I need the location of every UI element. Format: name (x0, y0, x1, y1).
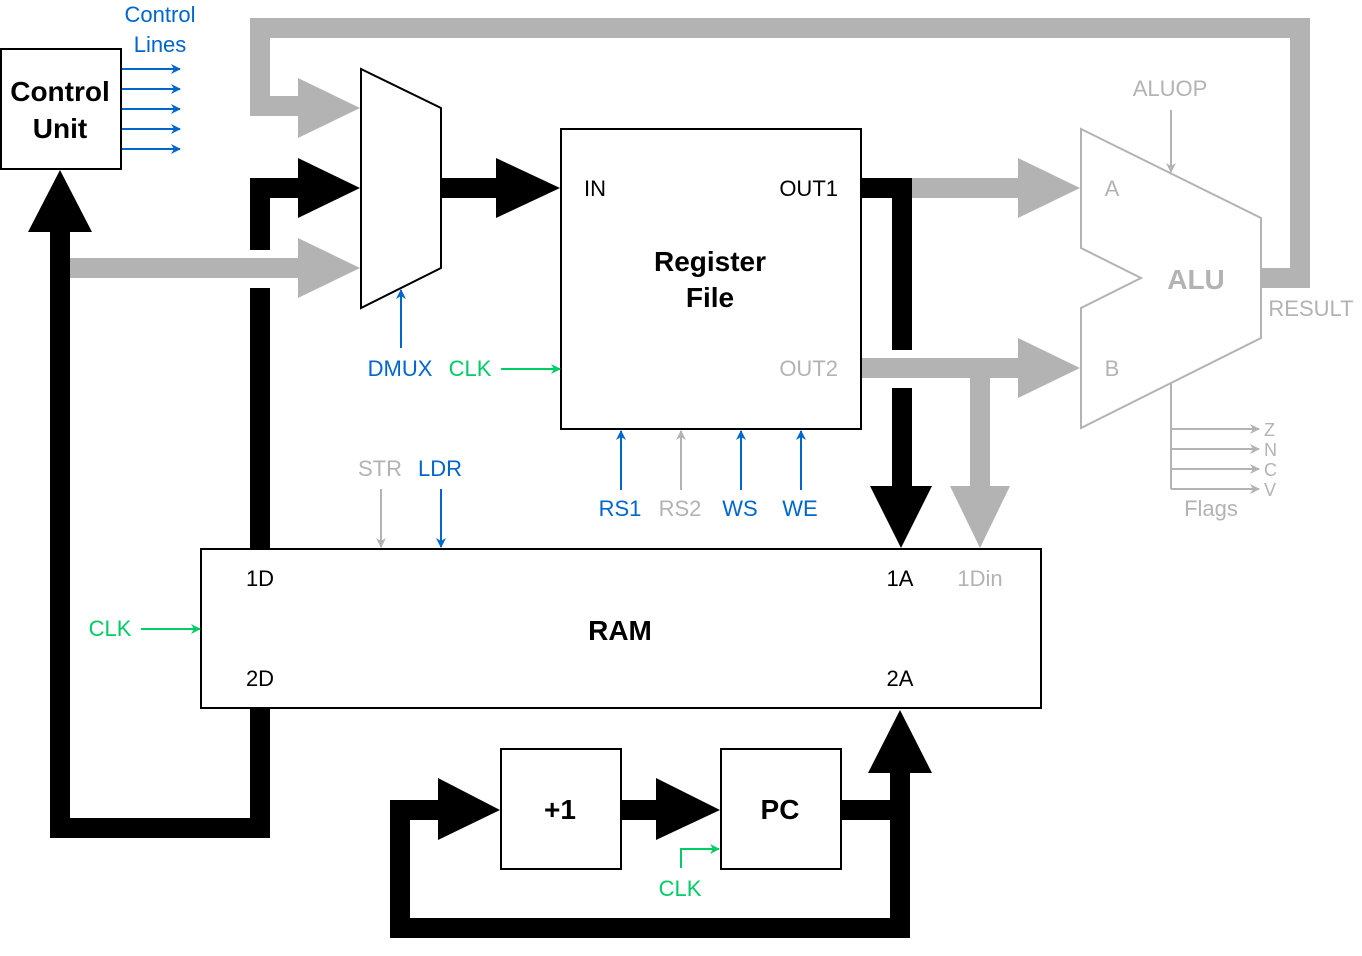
pc-clk-label: CLK (659, 876, 702, 901)
alu-result-feedback-bus (250, 18, 1310, 288)
mux-input-0-arrow (298, 78, 360, 138)
dmux-label: DMUX (368, 356, 433, 381)
flag-c-label: C (1264, 460, 1277, 480)
incrementer-block: +1 (500, 748, 622, 870)
alu-block: ALU A B RESULT ALUOP (1080, 76, 1354, 430)
control-unit-to-mux-bus (70, 238, 360, 298)
register-file-label-1: Register (654, 246, 766, 277)
regfile-in-port: IN (584, 176, 606, 201)
pc-label: PC (761, 794, 800, 825)
register-file-block: Register File IN OUT1 OUT2 (560, 128, 862, 430)
alu-b-arrow (1018, 338, 1080, 398)
rs2-label: RS2 (659, 496, 702, 521)
regfile-clk: CLK (449, 356, 561, 381)
ram-1d-port: 1D (246, 566, 274, 591)
ram-2a-port: 2A (887, 666, 914, 691)
str-label: STR (358, 456, 402, 481)
flag-n-label: N (1264, 440, 1277, 460)
pc-clk-arrow (680, 844, 720, 868)
regfile-out2-port: OUT2 (779, 356, 838, 381)
alu-a-arrow (1018, 158, 1080, 218)
pc-block: PC (720, 748, 842, 870)
flag-v-label: V (1264, 480, 1276, 500)
rs1-label: RS1 (599, 496, 642, 521)
regfile-in-arrow (496, 158, 560, 218)
ram-control-signals: STR LDR CLK (89, 456, 462, 641)
control-unit-input-arrow (28, 170, 92, 232)
incrementer-input-arrow (438, 778, 500, 840)
ram-1a-port: 1A (887, 566, 914, 591)
out2-to-alu-b-bus (862, 338, 1080, 548)
alu-flags: Z N C V Flags (1170, 384, 1277, 521)
ldr-label: LDR (418, 456, 462, 481)
ram-2d-port: 2D (246, 666, 274, 691)
mux-input-1-arrow (298, 158, 360, 218)
pc-input-arrow (656, 778, 720, 840)
regfile-select-signals: RS1 RS2 WS WE (599, 430, 818, 521)
ram-1a-arrow (870, 486, 932, 548)
control-unit-label-1: Control (10, 76, 110, 107)
pc-loop-bus (390, 710, 932, 938)
pc-clk: CLK (659, 844, 720, 901)
ws-label: WS (722, 496, 757, 521)
alu-b-port: B (1105, 356, 1120, 381)
ram-2d-to-control-unit-bus (28, 170, 270, 838)
out1-to-ram-1a-bus (862, 178, 932, 548)
control-unit-label-2: Unit (33, 113, 87, 144)
control-unit-block: Control Unit (0, 48, 122, 170)
flag-z-label: Z (1264, 420, 1275, 440)
alu-result-label: RESULT (1268, 296, 1353, 321)
ram-1din-port: 1Din (957, 566, 1002, 591)
incrementer-label: +1 (544, 794, 576, 825)
ram-block: RAM 1D 2D 1A 2A 1Din (200, 548, 1042, 709)
data-mux: DMUX (360, 67, 442, 381)
regfile-out1-port: OUT1 (779, 176, 838, 201)
flags-label: Flags (1184, 496, 1238, 521)
aluop-label: ALUOP (1133, 76, 1208, 101)
control-lines-label-1: Control (125, 2, 196, 27)
out1-to-alu-a-bus (910, 158, 1080, 218)
regfile-clk-label: CLK (449, 356, 492, 381)
register-file-label-2: File (686, 282, 734, 313)
ram-2a-arrow (868, 710, 932, 773)
we-label: WE (782, 496, 817, 521)
ram-clk-label: CLK (89, 616, 132, 641)
mux-to-regfile-bus (442, 158, 560, 218)
alu-label: ALU (1167, 264, 1225, 295)
mux-input-2-arrow (298, 238, 360, 298)
alu-a-port: A (1105, 176, 1120, 201)
ram-1din-arrow (950, 486, 1010, 548)
control-lines-label-2: Lines (134, 32, 187, 57)
ram-label: RAM (588, 615, 652, 646)
ram-1d-to-mux-bus (250, 158, 360, 548)
control-lines: Control Lines (122, 2, 196, 154)
